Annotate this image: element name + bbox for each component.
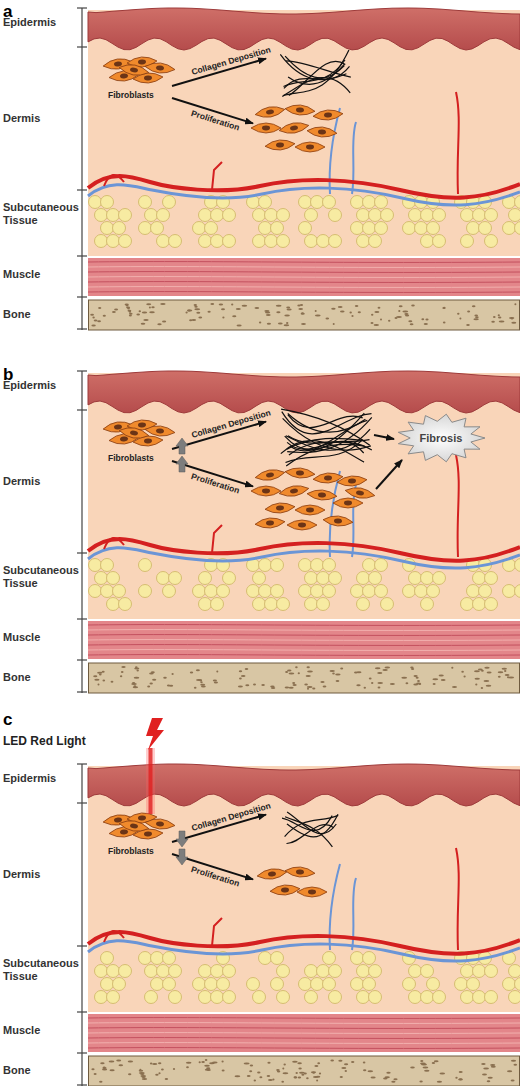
fibroblast-cell [270, 884, 301, 897]
epidermis [88, 8, 520, 50]
fat-cells [89, 196, 520, 248]
decrease-arrow [176, 831, 188, 847]
fibroblast-cell [285, 467, 316, 480]
fibroblast-cell [118, 425, 149, 440]
fibroblast-cell [337, 475, 368, 488]
increase-arrow [176, 456, 188, 472]
layer-label: Subcutaneous Tissue [3, 201, 79, 227]
layer-label: Epidermis [3, 16, 56, 29]
increase-arrow [176, 438, 188, 454]
muscle [88, 1014, 520, 1052]
collagen-fibers [282, 812, 338, 847]
fibroblast-cell [295, 505, 325, 515]
bone [89, 663, 520, 693]
epidermis [88, 371, 520, 413]
fat-cells [89, 559, 520, 611]
muscle [88, 258, 520, 296]
muscle-fibers [88, 625, 520, 656]
fibroblast-cell [251, 486, 281, 496]
fibroblast-cell [278, 120, 309, 135]
arrow [374, 435, 394, 439]
layer-label: Muscle [3, 268, 40, 281]
layer-label: Subcutaneous Tissue [3, 957, 79, 983]
collagen-fibers [280, 50, 351, 96]
cell-label: Fibroblasts [108, 90, 154, 100]
layer-label: Dermis [3, 475, 40, 488]
blood-vessels [88, 455, 520, 568]
fibroblast-cell [323, 515, 354, 528]
bone [89, 1056, 520, 1086]
fibroblast-cell [285, 104, 316, 117]
blood-vessels [88, 848, 520, 961]
fibroblast-cell [278, 483, 309, 498]
fibroblast-cell [251, 123, 281, 133]
layer-label: Subcutaneous Tissue [3, 564, 79, 590]
fibroblast-cell [313, 109, 344, 122]
bone-texture [93, 666, 514, 690]
fibroblast-cell [254, 104, 285, 119]
layer-label: Muscle [3, 631, 40, 644]
skin-panel [77, 371, 520, 693]
cell-label: Fibroblasts [108, 453, 154, 463]
arrow [376, 460, 402, 489]
muscle [88, 621, 520, 659]
layer-label: Bone [3, 671, 31, 684]
layer-bracket [77, 8, 87, 330]
layer-label: Dermis [3, 868, 40, 881]
layer-bracket [77, 371, 87, 693]
decrease-arrow [176, 849, 188, 865]
light-glow [146, 748, 155, 814]
fibroblast-cell [287, 520, 317, 530]
layer-bracket [77, 764, 87, 1086]
bone-texture [91, 1059, 517, 1083]
fibroblast-cell [295, 142, 325, 152]
fibroblast-cell [255, 517, 286, 530]
bone [89, 300, 520, 330]
muscle-fibers [88, 1018, 520, 1049]
fibroblast-cell [333, 498, 363, 508]
light-beam [149, 748, 153, 814]
layer-label: Bone [3, 1064, 31, 1077]
collagen-fibers [281, 409, 372, 466]
layer-label: Epidermis [3, 379, 56, 392]
layer-label: Dermis [3, 112, 40, 125]
fibroblast-cell [297, 887, 327, 897]
fat-cells [95, 952, 520, 1004]
cell-label: Fibroblasts [108, 846, 154, 856]
skin-panel [77, 8, 520, 330]
fibroblast-cell [118, 62, 149, 77]
fibroblast-cell [118, 818, 149, 833]
fibroblast-cell [285, 866, 316, 879]
fibroblast-cell [254, 467, 285, 482]
node-text: Fibrosis [420, 432, 463, 445]
layer-label: Muscle [3, 1024, 40, 1037]
muscle-fibers [88, 262, 520, 293]
bone-texture [90, 303, 516, 327]
fibroblast-cell [307, 126, 338, 139]
fibroblast-cell [265, 502, 296, 515]
fibroblast-cell [256, 867, 287, 881]
layer-label: Bone [3, 308, 31, 321]
blood-vessels [88, 92, 520, 205]
layer-label: Epidermis [3, 772, 56, 785]
fibroblast-cell [265, 139, 296, 152]
light-label: LED Red Light [3, 734, 86, 748]
fibrosis-burst: Fibrosis [396, 413, 486, 463]
fibroblast-cell [344, 485, 375, 500]
fibroblast-cell [307, 489, 338, 502]
lightning-bolt [146, 718, 164, 750]
skin-panel [77, 718, 520, 1086]
panel-letter: c [3, 710, 12, 730]
